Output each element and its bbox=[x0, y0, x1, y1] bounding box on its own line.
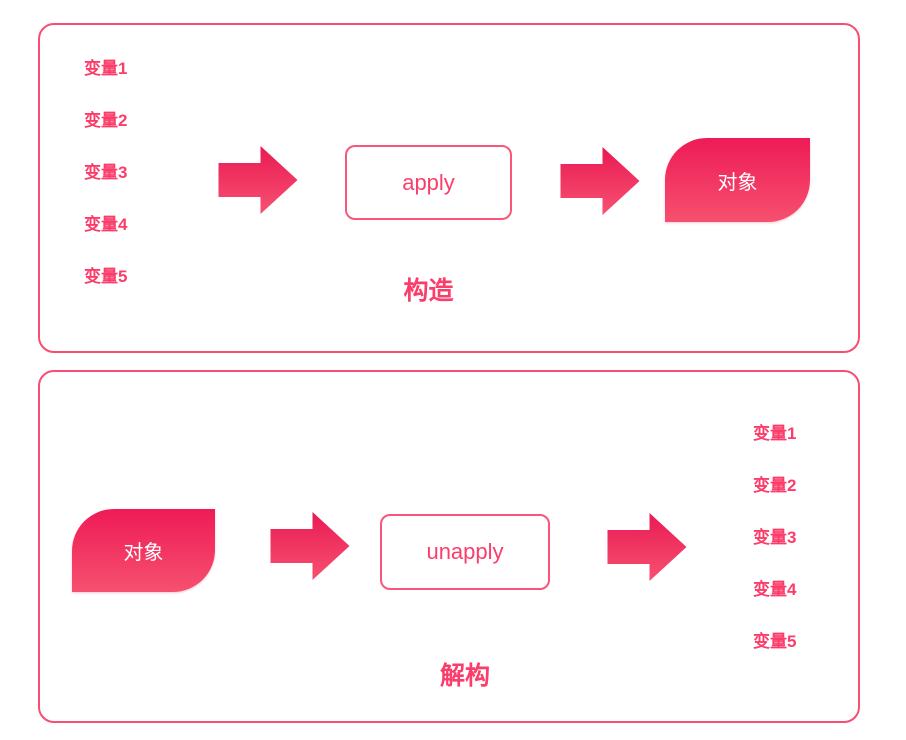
variable-label: 变量5 bbox=[753, 632, 797, 651]
arrow-right-icon bbox=[218, 146, 298, 214]
arrow-right-icon bbox=[607, 513, 687, 581]
deconstruction-panel: 对象 unapply 变量1 变量2 变量3 变量4 变量5 解构 bbox=[38, 370, 860, 723]
variable-label: 变量3 bbox=[84, 163, 128, 182]
deconstruction-caption: 解构 bbox=[439, 662, 490, 690]
deconstruction-variable-list: 变量1 变量2 变量3 变量4 变量5 bbox=[753, 424, 796, 652]
unapply-function-box: unapply bbox=[380, 514, 550, 590]
variable-label: 变量3 bbox=[753, 528, 797, 547]
construction-panel: 变量1 变量2 变量3 变量4 变量5 apply 对象 构造 bbox=[38, 23, 860, 353]
arrow-right-icon bbox=[270, 512, 350, 580]
construction-caption: 构造 bbox=[403, 277, 454, 305]
unapply-function-label: unapply bbox=[426, 539, 504, 564]
apply-function-box: apply bbox=[345, 145, 512, 220]
apply-function-label: apply bbox=[402, 169, 455, 195]
variable-label: 变量2 bbox=[84, 111, 128, 130]
object-shape: 对象 bbox=[72, 509, 215, 592]
variable-label: 变量2 bbox=[753, 476, 797, 495]
object-label: 对象 bbox=[123, 542, 164, 564]
arrow-right-icon bbox=[560, 147, 640, 215]
variable-label: 变量1 bbox=[84, 59, 128, 78]
variable-label: 变量4 bbox=[84, 215, 128, 234]
variable-label: 变量4 bbox=[753, 580, 797, 599]
variable-label: 变量1 bbox=[753, 424, 797, 443]
object-label: 对象 bbox=[717, 171, 758, 194]
object-shape: 对象 bbox=[665, 138, 810, 222]
construction-variable-list: 变量1 变量2 变量3 变量4 变量5 bbox=[84, 59, 127, 287]
variable-label: 变量5 bbox=[84, 267, 128, 286]
